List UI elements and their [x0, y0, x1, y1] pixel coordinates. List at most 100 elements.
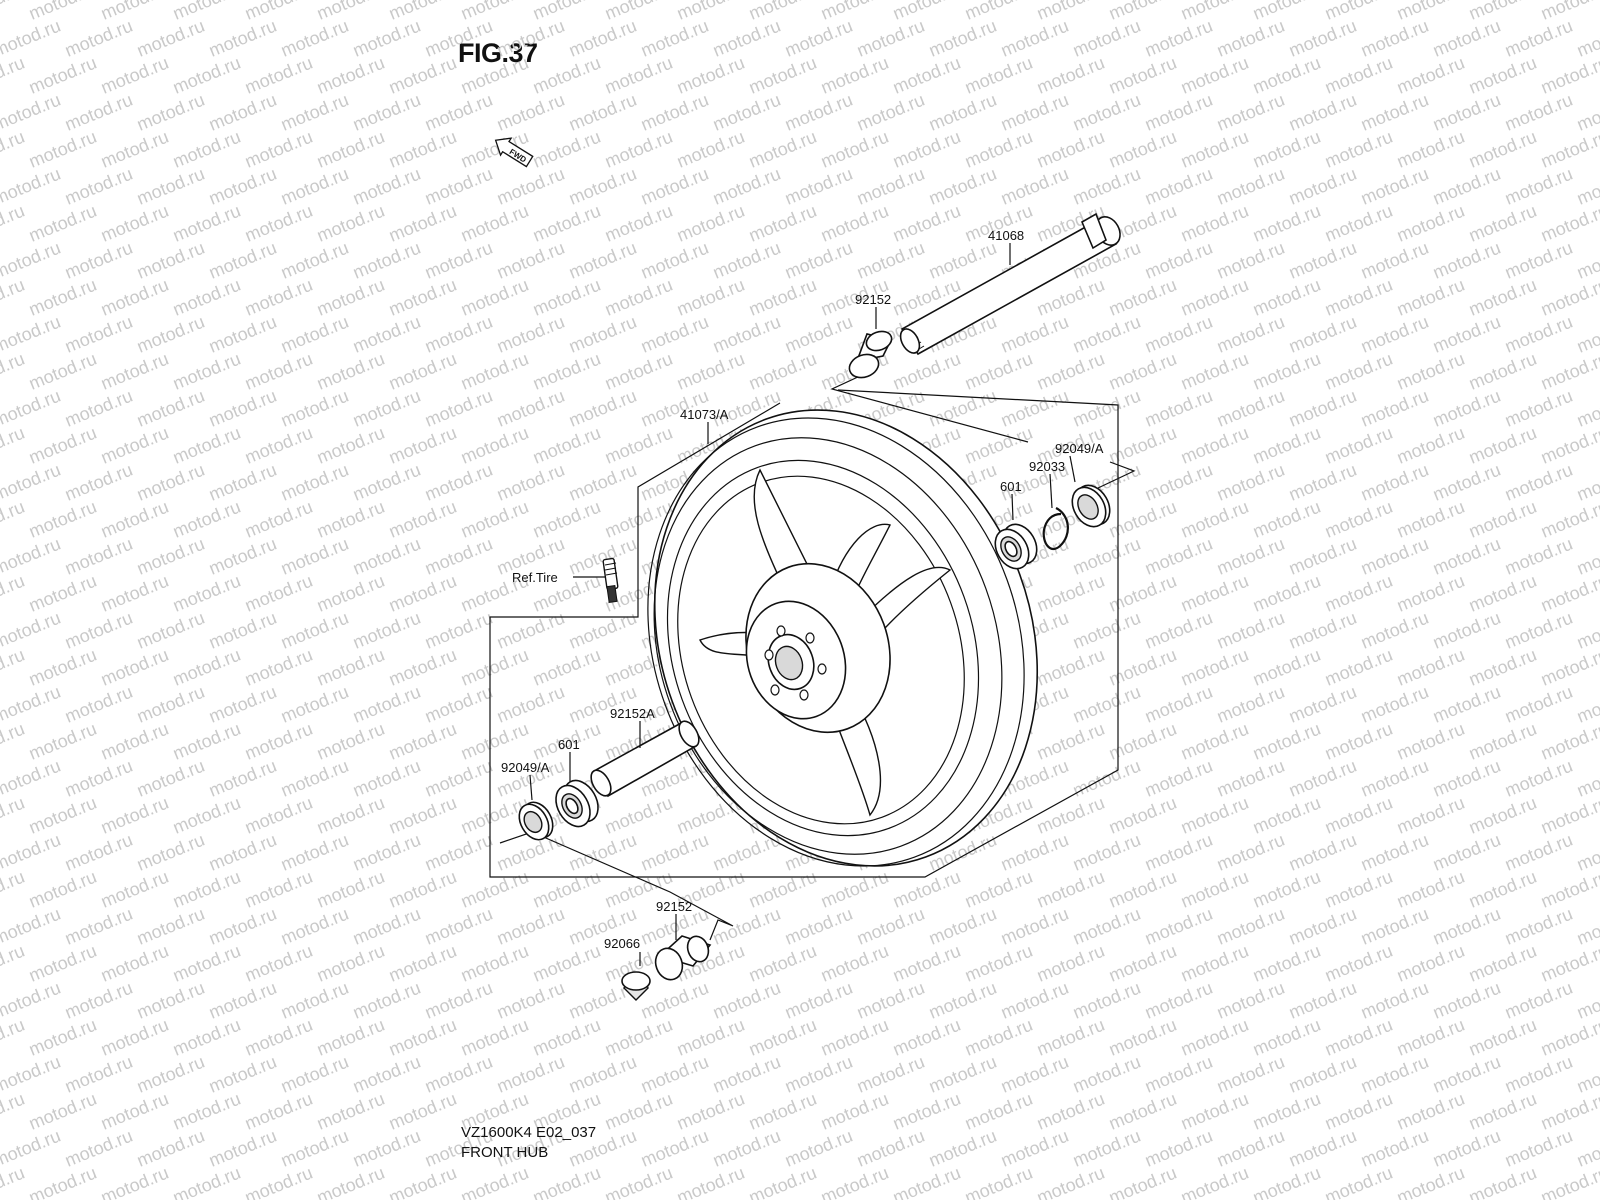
watermark-text: motod.ru	[98, 941, 171, 986]
watermark-text: motod.ru	[710, 830, 783, 875]
watermark-text: motod.ru	[602, 0, 675, 24]
watermark-text: motod.ru	[746, 0, 819, 24]
watermark-text: motod.ru	[1142, 978, 1215, 1023]
watermark-text: motod.ru	[350, 756, 423, 801]
watermark-text: motod.ru	[1214, 1126, 1287, 1171]
watermark-text: motod.ru	[62, 238, 135, 283]
watermark-text: motod.ru	[206, 90, 279, 135]
watermark-text: motod.ru	[674, 1015, 747, 1060]
watermark-text: motod.ru	[134, 90, 207, 135]
watermark-text: motod.ru	[602, 1015, 675, 1060]
watermark-text: motod.ru	[1574, 312, 1600, 357]
watermark-text: motod.ru	[926, 1126, 999, 1171]
watermark-text: motod.ru	[1250, 1089, 1323, 1134]
watermark-text: motod.ru	[242, 719, 315, 764]
watermark-text: motod.ru	[314, 941, 387, 986]
watermark-text: motod.ru	[1250, 571, 1323, 616]
watermark-text: motod.ru	[98, 349, 171, 394]
watermark-text: motod.ru	[134, 238, 207, 283]
watermark-text: motod.ru	[0, 1089, 27, 1134]
watermark-text: motod.ru	[1358, 460, 1431, 505]
watermark-text: motod.ru	[278, 238, 351, 283]
watermark-text: motod.ru	[62, 830, 135, 875]
watermark-text: motod.ru	[1430, 1126, 1503, 1171]
watermark-text: motod.ru	[962, 127, 1035, 172]
callout-bearing-right: 601	[1000, 479, 1022, 494]
watermark-text: motod.ru	[1106, 719, 1179, 764]
watermark-text: motod.ru	[26, 1163, 99, 1200]
watermark-text: motod.ru	[278, 830, 351, 875]
watermark-text: motod.ru	[638, 164, 711, 209]
watermark-text: motod.ru	[206, 16, 279, 61]
watermark-text: motod.ru	[242, 571, 315, 616]
watermark-text: motod.ru	[1034, 867, 1107, 912]
watermark-text: motod.ru	[746, 1089, 819, 1134]
watermark-text: motod.ru	[242, 1163, 315, 1200]
watermark-text: motod.ru	[818, 127, 891, 172]
watermark-text: motod.ru	[62, 1126, 135, 1171]
watermark-text: motod.ru	[1358, 756, 1431, 801]
watermark-text: motod.ru	[926, 978, 999, 1023]
watermark-text: motod.ru	[638, 1126, 711, 1171]
watermark-text: motod.ru	[1574, 1052, 1600, 1097]
watermark-text: motod.ru	[170, 275, 243, 320]
seal-left	[518, 801, 554, 841]
watermark-text: motod.ru	[206, 312, 279, 357]
watermark-text: motod.ru	[818, 0, 891, 24]
watermark-text: motod.ru	[134, 830, 207, 875]
watermark-text: motod.ru	[242, 53, 315, 98]
watermark-text: motod.ru	[1142, 386, 1215, 431]
watermark-text: motod.ru	[566, 386, 639, 431]
watermark-text: motod.ru	[0, 1015, 27, 1060]
watermark-text: motod.ru	[314, 275, 387, 320]
watermark-text: motod.ru	[458, 497, 531, 542]
watermark-text: motod.ru	[26, 571, 99, 616]
watermark-text: motod.ru	[386, 645, 459, 690]
watermark-text: motod.ru	[62, 904, 135, 949]
watermark-text: motod.ru	[134, 978, 207, 1023]
watermark-text: motod.ru	[710, 164, 783, 209]
watermark-text: motod.ru	[1466, 571, 1539, 616]
watermark-text: motod.ru	[242, 793, 315, 838]
watermark-text: motod.ru	[1070, 904, 1143, 949]
watermark-text: motod.ru	[1430, 238, 1503, 283]
watermark-text: motod.ru	[890, 53, 963, 98]
watermark-text: motod.ru	[710, 1126, 783, 1171]
watermark-text: motod.ru	[746, 1015, 819, 1060]
watermark-text: motod.ru	[1538, 201, 1600, 246]
watermark-text: motod.ru	[1322, 497, 1395, 542]
watermark-text: motod.ru	[1574, 1126, 1600, 1171]
watermark-text: motod.ru	[1394, 941, 1467, 986]
watermark-text: motod.ru	[0, 608, 63, 653]
watermark-text: motod.ru	[62, 1052, 135, 1097]
watermark-text: motod.ru	[314, 719, 387, 764]
watermark-text: motod.ru	[1322, 1089, 1395, 1134]
watermark-text: motod.ru	[1070, 756, 1143, 801]
watermark-text: motod.ru	[206, 682, 279, 727]
watermark-text: motod.ru	[1430, 682, 1503, 727]
watermark-text: motod.ru	[1430, 904, 1503, 949]
watermark-text: motod.ru	[1106, 1015, 1179, 1060]
watermark-text: motod.ru	[1538, 53, 1600, 98]
watermark-text: motod.ru	[1142, 830, 1215, 875]
watermark-text: motod.ru	[530, 423, 603, 468]
watermark-text: motod.ru	[134, 756, 207, 801]
watermark-text: motod.ru	[1178, 719, 1251, 764]
watermark-text: motod.ru	[1394, 867, 1467, 912]
watermark-text: motod.ru	[1214, 90, 1287, 135]
watermark-text: motod.ru	[26, 349, 99, 394]
watermark-text: motod.ru	[386, 497, 459, 542]
watermark-text: motod.ru	[422, 534, 495, 579]
watermark-text: motod.ru	[494, 904, 567, 949]
watermark-text: motod.ru	[1574, 90, 1600, 135]
watermark-text: motod.ru	[710, 1052, 783, 1097]
watermark-text: motod.ru	[422, 238, 495, 283]
watermark-text: motod.ru	[1466, 275, 1539, 320]
watermark-text: motod.ru	[350, 164, 423, 209]
watermark-text: motod.ru	[1322, 1015, 1395, 1060]
watermark-text: motod.ru	[1430, 1052, 1503, 1097]
watermark-text: motod.ru	[1358, 238, 1431, 283]
watermark-text: motod.ru	[134, 608, 207, 653]
watermark-text: motod.ru	[170, 0, 243, 24]
watermark-text: motod.ru	[26, 497, 99, 542]
